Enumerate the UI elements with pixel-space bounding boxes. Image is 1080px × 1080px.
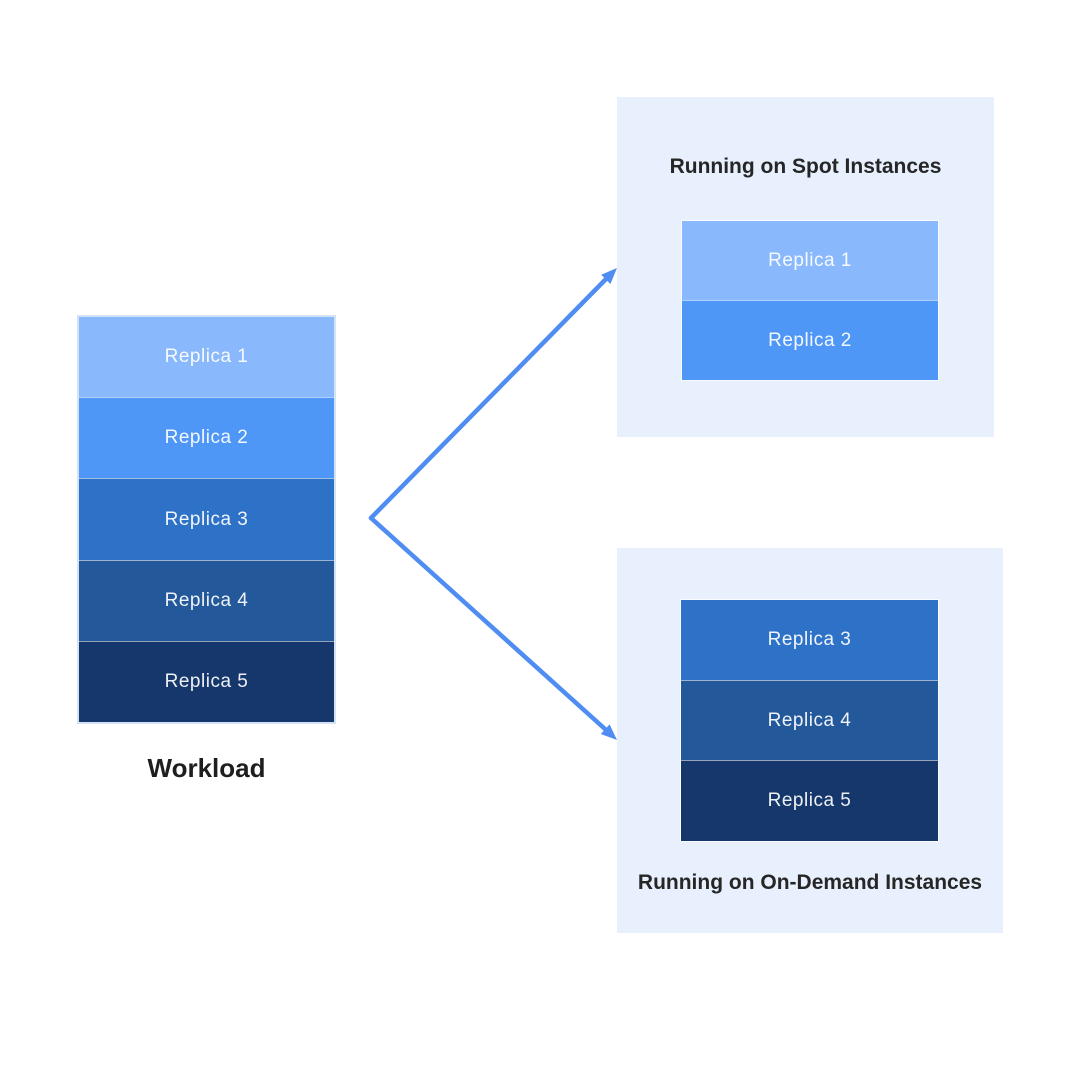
on-demand-replica-5: Replica 5 (681, 760, 938, 842)
spot-replica-stack: Replica 1 Replica 2 (681, 220, 939, 381)
spot-replica-1: Replica 1 (682, 221, 938, 300)
workload-replica-5: Replica 5 (79, 640, 334, 723)
arrow-to-spot-head (601, 268, 617, 284)
workload-title: Workload (147, 753, 266, 783)
workload-replica-1: Replica 1 (79, 317, 334, 398)
on-demand-replica-stack: Replica 3 Replica 4 Replica 5 (680, 599, 939, 842)
spot-instances-panel: Running on Spot Instances Replica 1 Repl… (617, 97, 994, 437)
workload-replica-3: Replica 3 (79, 478, 334, 560)
arrow-to-spot (368, 268, 617, 521)
workload-stack: Replica 1 Replica 2 Replica 3 Replica 4 … (77, 315, 336, 724)
workload-replica-4: Replica 4 (79, 559, 334, 641)
spot-replica-2: Replica 2 (682, 300, 938, 380)
on-demand-replica-3: Replica 3 (681, 600, 938, 680)
arrow-to-on-demand-head (600, 724, 617, 740)
arrow-to-on-demand-line (368, 515, 608, 732)
arrow-to-on-demand (368, 515, 617, 740)
spot-panel-title: Running on Spot Instances (669, 155, 942, 178)
workload-replica-2: Replica 2 (79, 397, 334, 479)
on-demand-panel-title: Running on On-Demand Instances (637, 871, 983, 894)
on-demand-instances-panel: Replica 3 Replica 4 Replica 5 Running on… (617, 548, 1003, 933)
arrow-to-spot-line (368, 276, 609, 521)
on-demand-replica-4: Replica 4 (681, 679, 938, 761)
